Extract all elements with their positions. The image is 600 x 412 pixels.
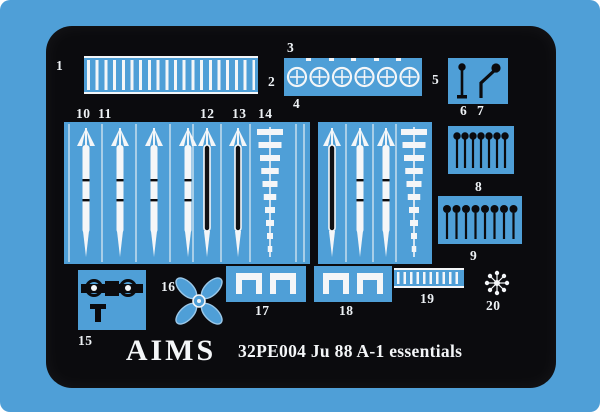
part-label-10: 10 [76, 106, 91, 121]
bomb-panel-left [64, 122, 310, 264]
bomb-panel-left-shapes [68, 124, 305, 262]
part-label-8: 8 [475, 179, 483, 194]
part-label-1: 1 [56, 58, 64, 73]
part-label-9: 9 [470, 248, 478, 263]
part-2-4-bezel-panel [284, 58, 422, 96]
part-label-15: 15 [78, 333, 93, 348]
part-15-panel [78, 270, 146, 330]
part-17-bracket-shapes [236, 273, 296, 294]
part-label-17: 17 [255, 303, 270, 318]
part-8-pins-shape [453, 132, 509, 168]
part-18-panel [314, 266, 392, 302]
bomb-panel-middle [318, 122, 432, 264]
part-label-3: 3 [287, 40, 295, 55]
pin-and-lever-shape [457, 63, 501, 99]
brand-logo-text: AIMS [125, 334, 217, 367]
part-19-comb-strip [394, 268, 464, 288]
part-5-7-panel [448, 58, 508, 104]
part-label-6: 6 [460, 103, 468, 118]
product-title: 32PE004 Ju 88 A-1 essentials [238, 341, 463, 361]
bomb-panel-middle-shapes [322, 124, 427, 262]
part-label-7: 7 [477, 103, 485, 118]
part-9-pins-shape [443, 205, 518, 239]
bezel-circles-shape [286, 58, 420, 88]
part-label-13: 13 [232, 106, 247, 121]
part-label-19: 19 [420, 291, 435, 306]
part-label-20: 20 [486, 298, 501, 313]
part-15-shapes [81, 279, 143, 322]
part-17-panel [226, 266, 306, 302]
part-label-18: 18 [339, 303, 354, 318]
part-label-12: 12 [200, 106, 215, 121]
part-9-pin-panel [438, 196, 522, 244]
part-18-bracket-shapes [323, 273, 383, 294]
part-8-pin-panel [448, 126, 514, 174]
part-20-starburst [484, 270, 510, 296]
part-1-teeth [87, 60, 255, 90]
part-19-teeth [397, 272, 461, 284]
part-label-5: 5 [432, 72, 440, 87]
part-label-11: 11 [98, 106, 112, 121]
part-label-4: 4 [293, 96, 301, 111]
part-label-2: 2 [268, 74, 276, 89]
part-label-16: 16 [161, 279, 176, 294]
part-1-comb-strip [84, 56, 258, 94]
part-label-14: 14 [258, 106, 273, 121]
part-16-propeller [175, 277, 223, 325]
